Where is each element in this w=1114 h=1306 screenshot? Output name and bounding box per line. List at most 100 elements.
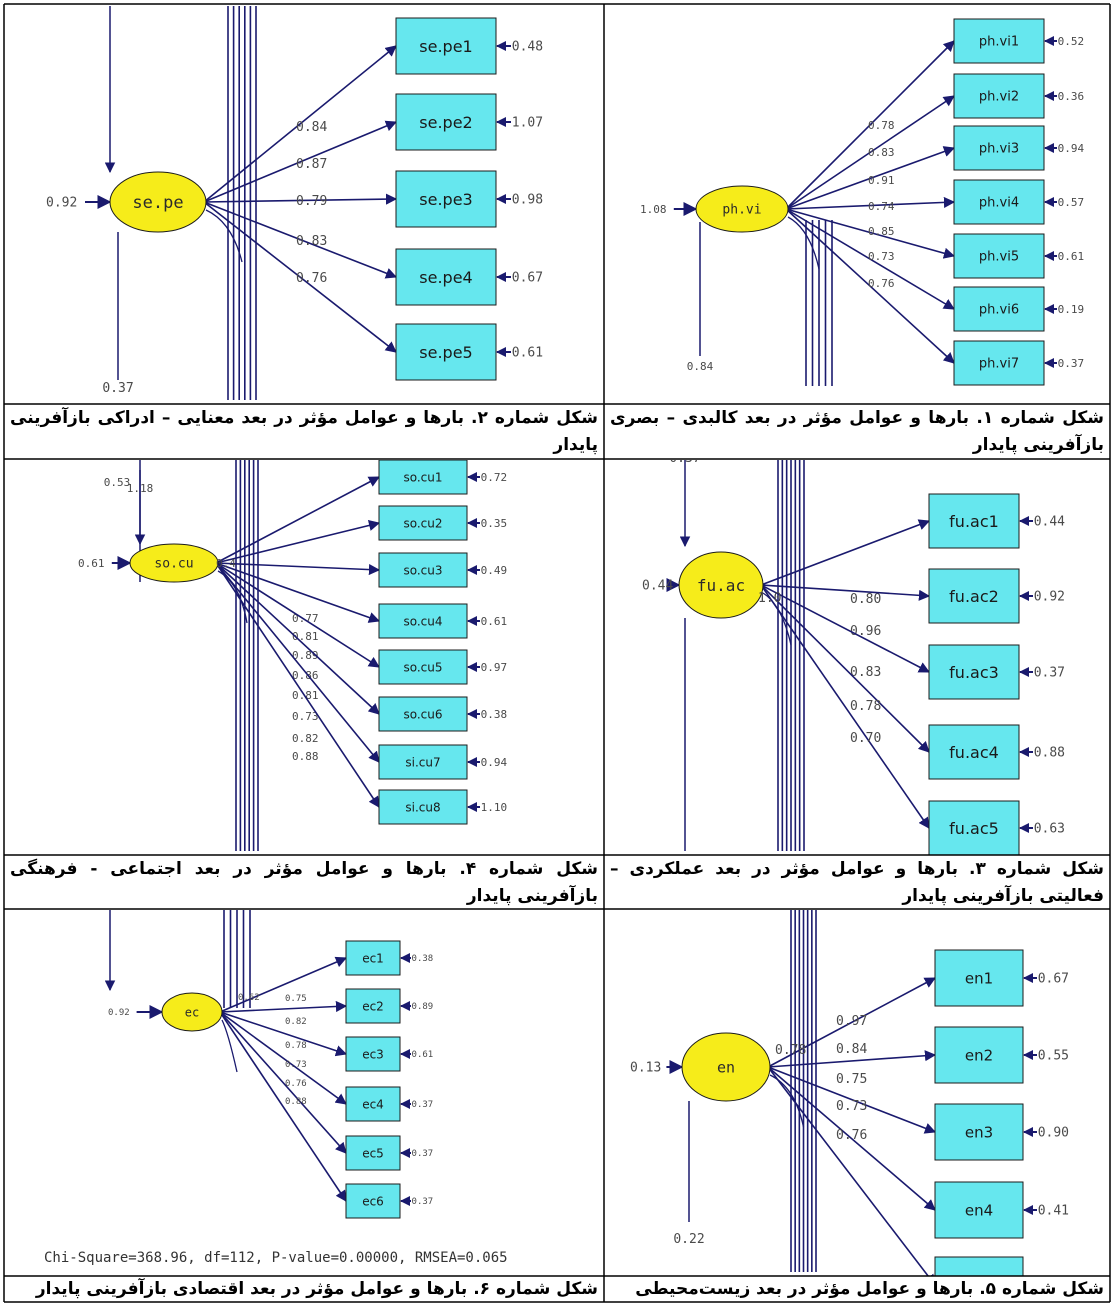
indicator-label: ec1 <box>362 951 384 965</box>
indicator-box <box>953 18 1045 64</box>
loading-arrow <box>215 476 380 564</box>
indicator-label: se.pe2 <box>419 113 472 132</box>
indicator-label: si.cu8 <box>405 800 440 814</box>
indicator-box <box>928 724 1020 780</box>
indicator-box <box>345 1183 401 1219</box>
loading-value: 0.73 <box>868 250 895 263</box>
loading-arrow <box>785 40 955 210</box>
indicator-label: se.pe5 <box>419 343 472 362</box>
loading-arrow <box>203 201 397 353</box>
loading-value: 0.70 <box>850 731 881 746</box>
indicator-label: ph.vi3 <box>979 142 1019 157</box>
loading-value: 0.85 <box>868 225 895 238</box>
loading-value: 0.76 <box>296 271 327 286</box>
indicator-error-value: 0.35 <box>481 517 508 530</box>
indicator-error-value: 0.89 <box>412 1002 434 1012</box>
indicator-label: ec2 <box>362 999 384 1013</box>
loading-value: 0.82 <box>292 732 319 745</box>
covariance-curve <box>769 1074 805 1128</box>
indicator-error-value: 0.67 <box>512 271 543 286</box>
indicator-box <box>378 552 468 588</box>
loading-value: 0.88 <box>285 1097 307 1107</box>
latent-oval <box>681 1032 771 1102</box>
covariance-value: 0.4 <box>216 557 236 570</box>
loading-arrow <box>203 201 398 279</box>
indicator-label: ec6 <box>362 1194 384 1208</box>
indicator-label: en4 <box>965 1201 993 1219</box>
loading-arrow <box>215 562 380 668</box>
loading-value: 0.88 <box>292 750 319 763</box>
indicator-label: si.cu7 <box>405 755 440 769</box>
indicator-box <box>345 1086 401 1122</box>
indicator-label: ec3 <box>362 1047 384 1061</box>
indicator-error-value: 0.92 <box>1034 590 1065 605</box>
indicator-box <box>928 644 1020 700</box>
covariance-curve <box>205 209 243 263</box>
indicator-label: so.cu4 <box>403 614 442 628</box>
loading-arrow <box>760 584 931 601</box>
loading-value: 0.75 <box>836 1072 867 1087</box>
latent-error-value: 0.61 <box>78 557 105 570</box>
indicator-label: so.cu5 <box>403 660 442 674</box>
loading-arrow <box>215 562 380 763</box>
indicator-label: ph.vi7 <box>979 357 1019 372</box>
indicator-label: ph.vi4 <box>979 196 1019 211</box>
indicator-error-value: 0.36 <box>1058 90 1085 103</box>
loading-arrow <box>785 146 956 210</box>
indicator-box <box>934 1103 1024 1161</box>
indicator-error-value: 0.98 <box>512 193 543 208</box>
covariance-curve <box>221 1019 238 1073</box>
caption-figure-1: شکل شماره ۱. بارها و عوامل مؤثر در بعد ک… <box>610 408 1105 455</box>
indicator-label: ph.vi2 <box>979 90 1019 105</box>
indicator-box <box>345 940 401 976</box>
latent-oval <box>695 185 789 233</box>
indicator-error-value: 0.48 <box>512 40 543 55</box>
loading-value: 0.83 <box>868 146 895 159</box>
loading-arrow <box>760 519 931 586</box>
bottom-path-value: 0.22 <box>673 1232 704 1247</box>
indicator-error-value: 0.19 <box>1058 303 1085 316</box>
indicator-error-value: 0.67 <box>1038 972 1069 987</box>
bottom-path-value: 0.84 <box>687 360 714 373</box>
caption-figure-4: شکل شماره ۴. بارها و عوامل مؤثر در بعد ا… <box>10 859 598 906</box>
covariance-value: 0.78 <box>775 1043 806 1058</box>
indicator-label: ec4 <box>362 1097 384 1111</box>
indicator-error-value: 0.44 <box>1034 515 1065 530</box>
loading-value: 0.73 <box>292 710 319 723</box>
loading-arrow <box>203 193 398 205</box>
loading-value: 0.84 <box>836 1042 867 1057</box>
loading-value: 0.83 <box>850 665 881 680</box>
indicator-error-value: 0.37 <box>412 1100 434 1110</box>
loading-arrow <box>767 1050 937 1068</box>
latent-oval <box>161 992 223 1032</box>
latent-label: so.cu <box>154 557 193 572</box>
indicator-label: ph.vi6 <box>979 303 1019 318</box>
indicator-box <box>953 179 1045 225</box>
indicator-box <box>934 1181 1024 1239</box>
loading-value: 0.78 <box>285 1041 307 1051</box>
indicator-error-value: 0.72 <box>481 471 508 484</box>
latent-label: se.pe <box>132 193 183 213</box>
indicator-box <box>378 603 468 639</box>
loading-arrow <box>203 45 397 203</box>
indicator-box <box>395 323 497 381</box>
loading-arrow <box>215 562 381 576</box>
loading-arrow <box>219 956 348 1013</box>
loading-arrow <box>785 208 956 259</box>
loading-value: 0.83 <box>296 234 327 249</box>
loading-arrow <box>219 1000 348 1013</box>
latent-label: ec <box>185 1005 199 1019</box>
indicator-box <box>953 233 1045 279</box>
loading-value: 0.78 <box>868 119 895 132</box>
loading-value: 0.73 <box>836 1099 867 1114</box>
indicator-label: fu.ac1 <box>949 512 999 531</box>
loading-value: 0.75 <box>285 994 307 1004</box>
indicator-error-value: 0.52 <box>1058 35 1085 48</box>
loading-arrow <box>215 562 380 715</box>
latent-error-value: 1.08 <box>640 203 667 216</box>
indicator-box <box>953 73 1045 119</box>
indicator-error-value: 0.61 <box>481 615 508 628</box>
